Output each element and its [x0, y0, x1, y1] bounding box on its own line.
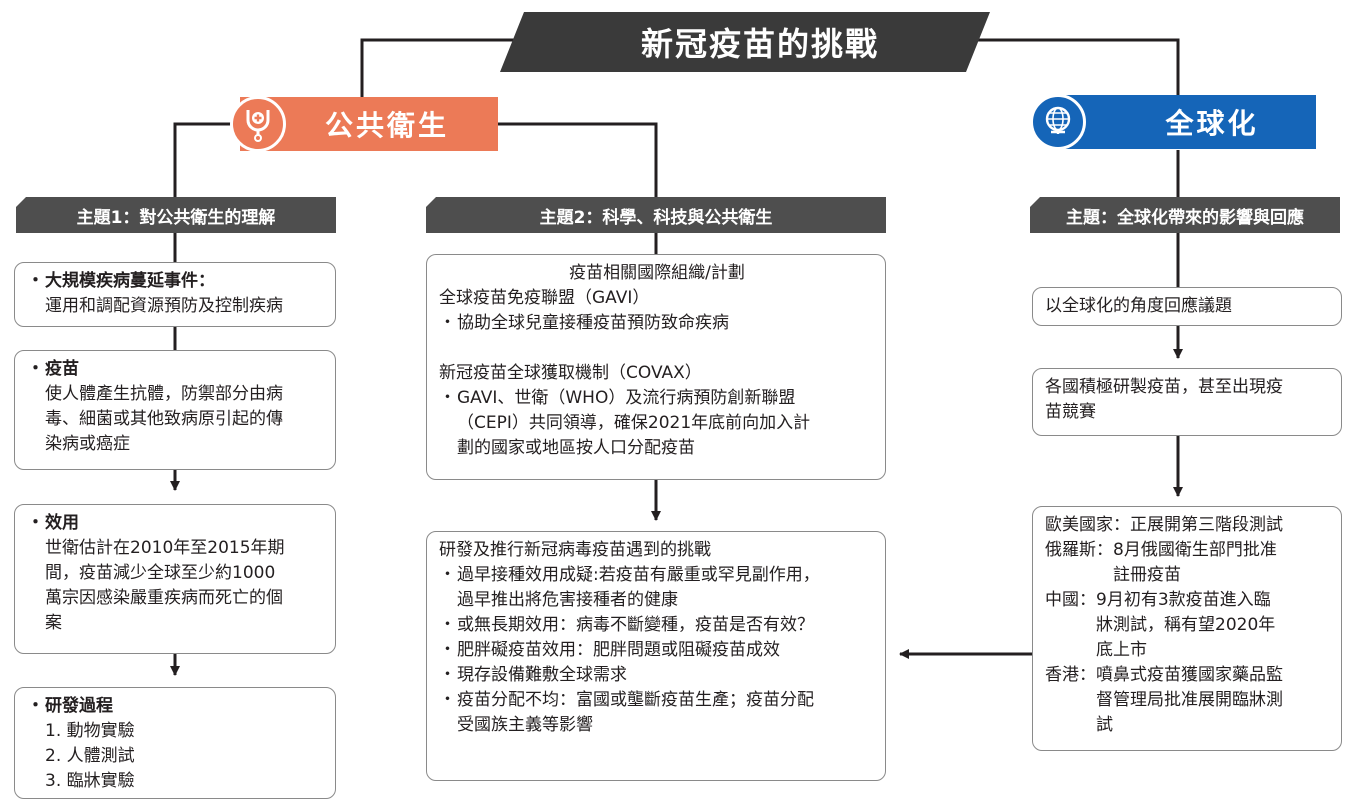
covax-line: （CEPI）共同領導，確保2021年底前向加入計 [457, 413, 811, 433]
process-step: 2. 人體測試 [45, 746, 135, 766]
topic1-bar: 主題1：對公共衛生的理解 [16, 197, 336, 233]
bullet: ・ [439, 690, 456, 710]
challenge-line: 疫苗分配不均：富國或壟斷疫苗生產；疫苗分配 [457, 690, 814, 710]
bullet: ・ [27, 696, 44, 716]
page-title: 新冠疫苗的挑戰 [640, 25, 879, 63]
covax-line: GAVI、世衛（WHO）及流行病預防創新聯盟 [457, 388, 796, 408]
topic3-box-countries: 歐美國家： 正展開第三階段測試 俄羅斯： 8月俄國衛生部門批准 註冊疫苗 中國：… [1032, 506, 1342, 751]
outbreak-text: 運用和調配資源預防及控制疾病 [45, 296, 283, 316]
bullet: ・ [27, 359, 44, 379]
category-global: 全球化 [1058, 95, 1316, 149]
country-label: 俄羅斯： [1045, 540, 1113, 560]
topic1-box-vaccine: ・ 疫苗 使人體產生抗體，防禦部分由病 毒、細菌或其他致病原引起的傳 染病或癌症 [14, 350, 336, 470]
challenge-line: 現存設備難敷全球需求 [457, 665, 627, 685]
efficacy-heading: 效用 [45, 513, 79, 533]
bullet: ・ [439, 313, 456, 333]
challenges-heading: 研發及推行新冠病毒疫苗遇到的挑戰 [439, 540, 711, 560]
process-step: 1. 動物實驗 [45, 721, 135, 741]
line-title-to-global [970, 38, 1180, 100]
globe-icon [1030, 94, 1086, 150]
outbreak-heading: 大規模疾病蔓延事件： [45, 271, 215, 291]
country-label: 香港： [1045, 665, 1096, 685]
process-step: 3. 臨牀實驗 [45, 771, 135, 791]
country-text: 牀測試，稱有望2020年 [1096, 615, 1276, 635]
challenge-line: 過早接種效用成疑:若疫苗有嚴重或罕見副作用， [457, 565, 820, 585]
vaccine-line: 染病或癌症 [45, 434, 130, 454]
topic1-box-efficacy: ・ 效用 世衛估計在2010年至2015年期 間，疫苗減少全球至少約1000 萬… [14, 504, 336, 654]
bullet: ・ [439, 565, 456, 585]
challenge-line: 受國族主義等影響 [457, 715, 593, 735]
race-line: 各國積極研製疫苗，甚至出現疫 [1045, 377, 1283, 397]
efficacy-line: 世衛估計在2010年至2015年期 [45, 538, 285, 558]
efficacy-line: 間，疫苗減少全球至少約1000 [45, 563, 276, 583]
bullet: ・ [439, 388, 456, 408]
bullet: ・ [439, 640, 456, 660]
line-health-right [498, 122, 658, 197]
country-text: 8月俄國衛生部門批准 [1113, 540, 1277, 560]
vaccine-line: 使人體產生抗體，防禦部分由病 [45, 384, 283, 404]
country-row-russia: 俄羅斯： 8月俄國衛生部門批准 註冊疫苗 [1045, 538, 1331, 588]
vaccine-heading: 疫苗 [45, 359, 79, 379]
covax-line: 劃的國家或地區按人口分配疫苗 [457, 438, 695, 458]
challenge-line: 過早推出將危害接種者的健康 [457, 590, 678, 610]
country-text: 正展開第三階段測試 [1130, 515, 1283, 535]
topic2-title: 主題2：科學、科技與公共衛生 [539, 207, 773, 228]
covax-title: 新冠疫苗全球獲取機制（COVAX） [439, 363, 702, 383]
country-label: 中國： [1045, 590, 1096, 610]
country-text: 督管理局批准展開臨牀測 [1096, 690, 1283, 710]
topic2-bar: 主題2：科學、科技與公共衛生 [426, 197, 886, 233]
country-text: 9月初有3款疫苗進入臨 [1096, 590, 1271, 610]
bullet: ・ [27, 513, 44, 533]
country-text: 試 [1096, 715, 1113, 735]
vaccine-line: 毒、細菌或其他致病原引起的傳 [45, 409, 283, 429]
race-line: 苗競賽 [1045, 402, 1096, 422]
challenge-line: 肥胖礙疫苗效用：肥胖問題或阻礙疫苗成效 [457, 640, 780, 660]
gavi-title: 全球疫苗免疫聯盟（GAVI） [439, 288, 650, 308]
topic1-box-process: ・ 研發過程 1. 動物實驗 2. 人體測試 3. 臨牀實驗 [14, 687, 336, 799]
bullet: ・ [27, 271, 44, 291]
topic2-box-challenges: 研發及推行新冠病毒疫苗遇到的挑戰 ・ 過早接種效用成疑:若疫苗有嚴重或罕見副作用… [426, 531, 886, 781]
gavi-text: 協助全球兒童接種疫苗預防致命疾病 [457, 313, 729, 333]
line-health-left [173, 122, 240, 197]
topic3-bar: 主題：全球化帶來的影響與回應 [1030, 197, 1340, 233]
org-heading: 疫苗相關國際組織/計劃 [569, 263, 745, 283]
bullet: ・ [439, 665, 456, 685]
efficacy-line: 案 [45, 613, 62, 633]
category-health-label: 公共衛生 [324, 109, 449, 142]
efficacy-line: 萬宗因感染嚴重疾病而死亡的個 [45, 588, 283, 608]
topic3-title: 主題：全球化帶來的影響與回應 [1066, 207, 1304, 228]
topic1-title: 主題1：對公共衛生的理解 [76, 207, 276, 228]
challenge-line: 或無長期效用：病毒不斷變種，疫苗是否有效？ [457, 615, 814, 635]
category-global-label: 全球化 [1165, 107, 1259, 140]
country-text: 底上市 [1096, 640, 1147, 660]
bullet: ・ [439, 615, 456, 635]
country-text: 噴鼻式疫苗獲國家藥品監 [1096, 665, 1283, 685]
topic3-box-race: 各國積極研製疫苗，甚至出現疫 苗競賽 [1032, 368, 1342, 436]
topic3-box-perspective: 以全球化的角度回應議題 [1032, 287, 1342, 326]
country-text: 註冊疫苗 [1113, 565, 1181, 585]
line-title-to-health [360, 38, 520, 100]
stethoscope-cross-icon [230, 96, 286, 152]
process-heading: 研發過程 [45, 696, 113, 716]
country-row-china: 中國： 9月初有3款疫苗進入臨 牀測試，稱有望2020年 底上市 [1045, 588, 1331, 663]
country-label: 歐美國家： [1045, 515, 1130, 535]
topic2-box-organisations: 疫苗相關國際組織/計劃 全球疫苗免疫聯盟（GAVI） ・ 協助全球兒童接種疫苗預… [426, 254, 886, 480]
topic1-box-outbreak: ・ 大規模疾病蔓延事件： 運用和調配資源預防及控制疾病 [14, 262, 336, 327]
country-row-hongkong: 香港： 噴鼻式疫苗獲國家藥品監 督管理局批准展開臨牀測 試 [1045, 663, 1331, 738]
perspective-text: 以全球化的角度回應議題 [1045, 296, 1232, 316]
country-row-west: 歐美國家： 正展開第三階段測試 [1045, 513, 1331, 538]
title-banner: 新冠疫苗的挑戰 [500, 12, 990, 72]
